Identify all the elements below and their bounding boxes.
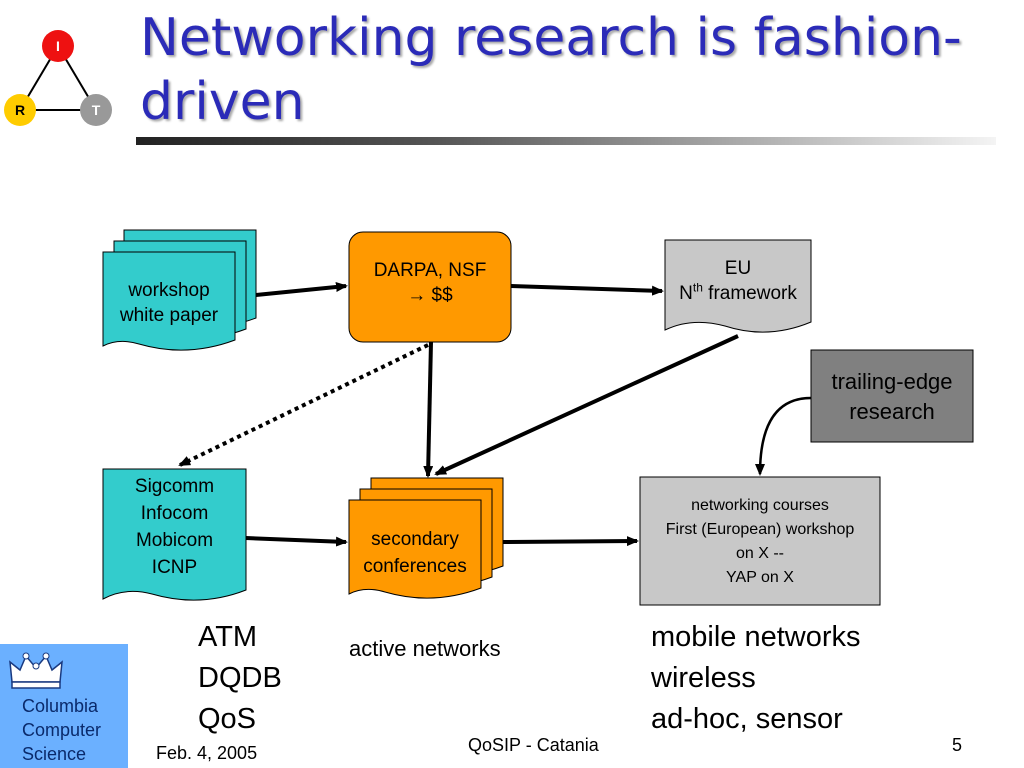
top-conferences-label: Sigcomm Infocom Mobicom ICNP [103,473,246,581]
topic-active-networks: active networks [349,636,501,661]
conference-infocom: Infocom [140,503,209,524]
eu-label-line1: EU [724,258,752,279]
crown-icon [9,652,63,689]
trailing-edge-node [810,349,974,443]
secondary-conferences-node [348,477,504,599]
footer-date: Feb. 4, 2005 [156,743,258,763]
arrow-trailing-to-courses [755,396,812,476]
topic-atm: ATM [198,621,258,653]
logo-letter-i: I [56,38,60,54]
logo-text-line3: Science [22,744,87,764]
courses-line3: on X -- [735,545,784,562]
eu-framework-node [664,239,812,333]
courses-line4: YAP on X [726,569,794,586]
arrow-darpa-to-eu [510,284,664,296]
workshop-label-line1: workshop [128,280,210,301]
title-underline [136,137,996,145]
logo-node-r [4,94,36,126]
logo-node-t [80,94,112,126]
workshop-label: workshop white paper [103,278,235,328]
trailing-label: trailing-edge research [811,367,973,427]
page-title: Networking research is fashion-driven [140,8,962,132]
trailing-label-line1: trailing-edge [831,369,953,394]
conference-sigcomm: Sigcomm [134,476,215,497]
eu-label-line2: Nth framework [665,281,811,306]
conference-icnp: ICNP [151,557,198,578]
courses-line2: First (European) workshop [665,521,855,538]
topic-dqdb: DQDB [198,662,282,694]
logo-text-line1: Columbia [22,696,99,716]
conference-mobicom: Mobicom [135,530,214,551]
eu-n: N [679,283,693,304]
eu-label: EU Nth framework [665,256,811,306]
secondary-label: secondary conferences [349,526,481,580]
darpa-label-line2: → $$ [407,285,453,306]
topics-left-list: ATM DQDB QoS [198,617,282,740]
courses-line1: networking courses [691,497,829,514]
eu-framework-word: framework [702,283,797,304]
arrow-darpa-to-top-dotted [178,343,429,467]
arrow-secondary-to-courses [502,536,639,547]
arrow-top-to-secondary [245,536,348,547]
columbia-logo: Columbia Computer Science [0,644,128,768]
workshop-node [102,229,257,351]
footer-center: QoSIP - Catania [468,735,599,755]
topic-wireless: wireless [651,662,756,694]
topic-mobile-networks: mobile networks [651,621,861,653]
darpa-label: DARPA, NSF → $$ [349,258,511,308]
arrow-darpa-to-secondary [423,341,434,478]
secondary-label-line1: secondary [371,529,459,550]
courses-node [639,476,881,606]
topics-right-list: mobile networks wireless ad-hoc, sensor [651,617,861,740]
page-number: 5 [952,735,963,755]
secondary-label-line2: conferences [363,556,467,577]
logo-letter-t: T [92,102,101,118]
courses-label: networking courses First (European) work… [640,494,880,590]
topic-ad-hoc-sensor: ad-hoc, sensor [651,703,843,735]
darpa-label-line1: DARPA, NSF [373,260,487,281]
logo-letter-r: R [15,102,25,118]
trailing-label-line2: research [849,399,935,424]
workshop-label-line2: white paper [119,305,219,326]
logo-text-line2: Computer [22,720,102,740]
arrow-workshop-to-darpa [255,282,348,297]
topics-middle-list: active networks [349,634,529,664]
irt-logo: I R T [4,30,112,126]
columbia-logo-text: Columbia Computer Science [22,694,101,766]
top-conferences-node [102,468,247,601]
arrow-eu-to-secondary [434,334,739,476]
eu-th: th [692,280,703,295]
topic-qos: QoS [198,703,257,735]
logo-node-i [42,30,74,62]
